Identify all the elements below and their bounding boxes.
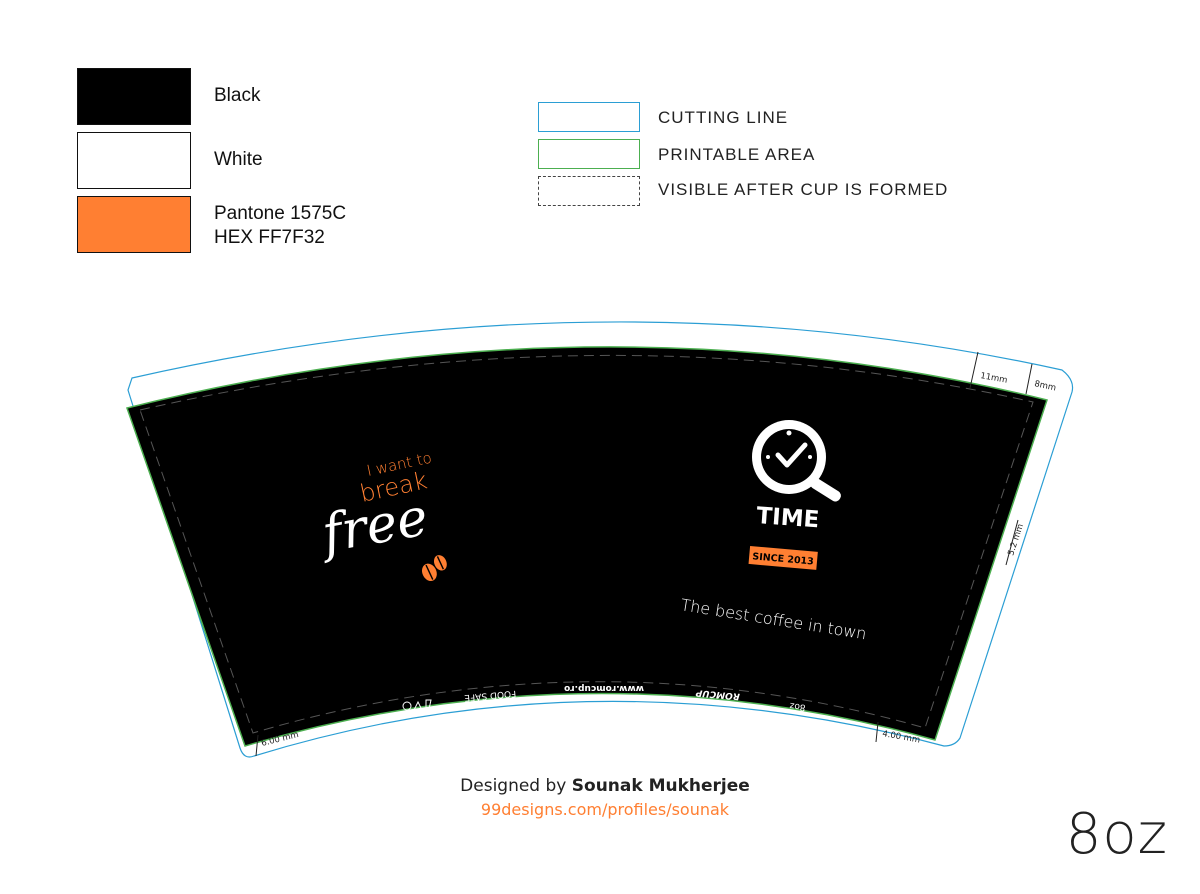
credit-line: Designed by Sounak Mukherjee [0, 776, 1200, 796]
coffee-beans-icon [422, 555, 447, 582]
swatch-pantone-label-2: HEX FF7F32 [214, 227, 325, 248]
since-badge: SINCE 2013 [748, 545, 818, 570]
credit-url: 99designs.com/profiles/sounak [480, 800, 730, 819]
since-badge-text: SINCE 2013 [752, 551, 814, 567]
dim-top-right-outer: 11mm [979, 371, 1008, 386]
legend-printable-area-label: PRINTABLE AREA [658, 145, 816, 164]
legend-cutting-line-box [538, 102, 640, 132]
legend-visible-area-label: VISIBLE AFTER CUP IS FORMED [658, 180, 949, 199]
dim-right-side: 5.2 mm [1006, 523, 1026, 557]
brand-name: TIME [756, 503, 821, 533]
cup-size: 8oz [1065, 802, 1168, 867]
bottom-label-food-safe: FOOD SAFE [464, 688, 517, 703]
legend-cutting-line-label: CUTTING LINE [658, 108, 789, 127]
dim-top-right-inner: 8mm [1033, 379, 1057, 393]
swatch-white-label: White [214, 149, 263, 170]
swatch-black [77, 68, 191, 125]
visible-area-line [139, 354, 1034, 734]
cutting-line [127, 321, 1074, 758]
swatch-white [77, 132, 191, 189]
swatch-pantone-label-1: Pantone 1575C [214, 203, 347, 224]
bottom-label-url: www.romcup.ro [564, 683, 644, 693]
bottom-label-size: 8oz [789, 700, 806, 712]
legend-visible-area-box [538, 176, 640, 206]
swatch-black-label: Black [214, 85, 261, 106]
coffee-cup-clock-icon [752, 420, 841, 502]
legend-printable-area-box [538, 139, 640, 169]
credit-prefix: Designed by [460, 776, 567, 796]
credit-name: Sounak Mukherjee [571, 776, 750, 796]
bottom-label-romcup: ROMCUP [695, 687, 740, 701]
swatch-pantone [77, 196, 191, 253]
bottom-labels: 8oz ROMCUP www.romcup.ro FOOD SAFE [464, 683, 807, 712]
recycle-icon [402, 699, 432, 711]
dimension-markers [255, 351, 1033, 757]
